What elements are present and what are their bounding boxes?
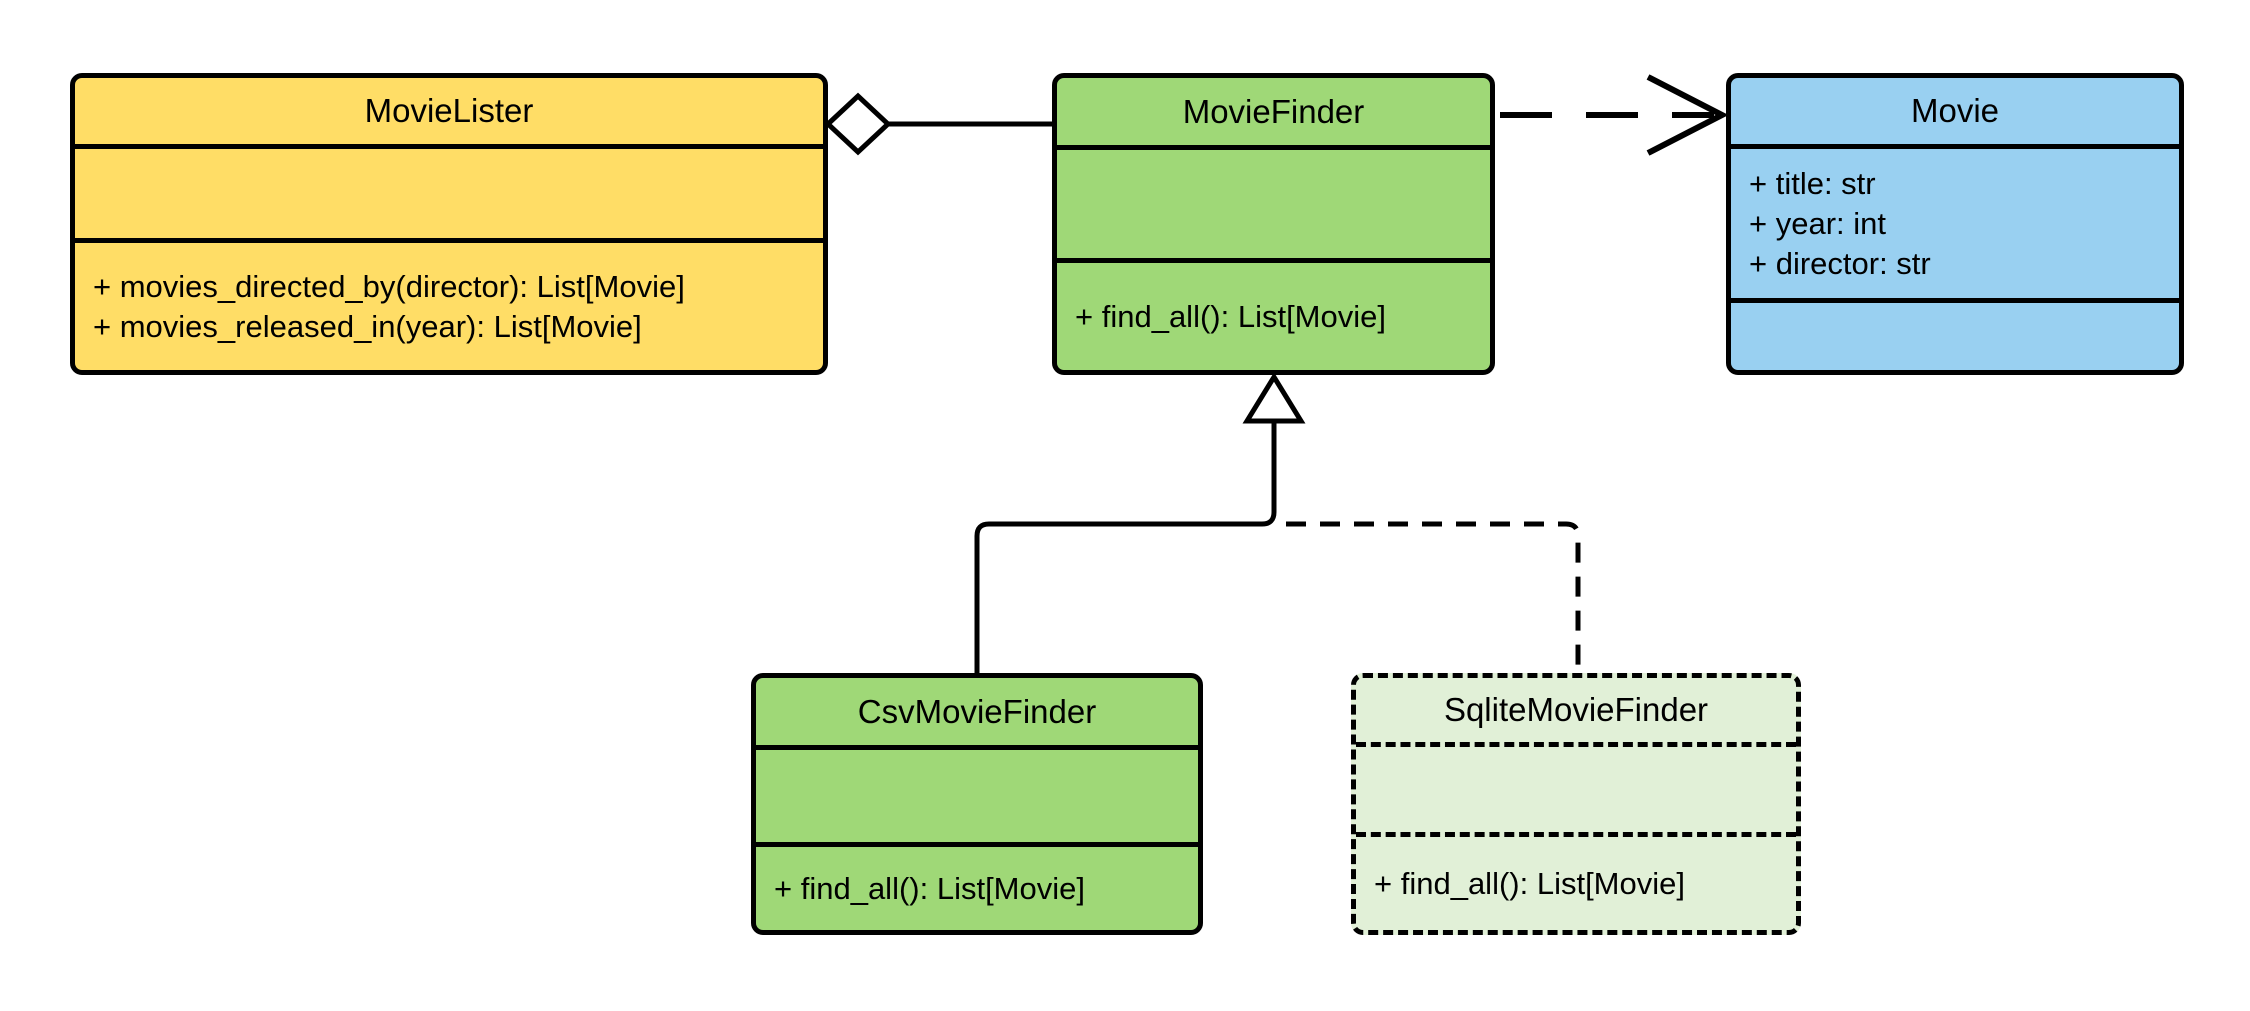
- method-label: + find_all(): List[Movie]: [1075, 298, 1386, 334]
- aggregation-diamond-icon: [824, 92, 892, 156]
- class-methods-compartment: + find_all(): List[Movie]: [756, 842, 1198, 930]
- method-label: + find_all(): List[Movie]: [1374, 865, 1685, 901]
- method-label: + movies_directed_by(director): List[Mov…: [93, 268, 685, 304]
- class-sqlitemoviefinder: SqliteMovieFinder + find_all(): List[Mov…: [1351, 673, 1801, 935]
- class-movielister: MovieLister + movies_directed_by(directo…: [70, 73, 828, 375]
- class-csvmoviefinder: CsvMovieFinder + find_all(): List[Movie]: [751, 673, 1203, 935]
- class-title: SqliteMovieFinder: [1443, 691, 1709, 728]
- class-attributes-compartment: + title: str + year: int + director: str: [1731, 144, 2179, 298]
- class-methods-compartment: + find_all(): List[Movie]: [1057, 258, 1490, 370]
- class-title: MovieLister: [364, 92, 534, 129]
- class-methods-compartment: [1731, 298, 2179, 370]
- class-title: CsvMovieFinder: [857, 692, 1097, 730]
- attribute-label: + director: str: [1749, 245, 1931, 281]
- dependency-open-arrowhead-icon: [1646, 74, 1729, 156]
- inheritance-triangle-icon: [1242, 372, 1306, 424]
- class-methods-compartment: + find_all(): List[Movie]: [1356, 832, 1796, 930]
- attribute-label: + year: int: [1749, 205, 1886, 241]
- attribute-label: + title: str: [1749, 165, 1876, 201]
- method-label: + movies_released_in(year): List[Movie]: [93, 308, 642, 344]
- inheritance-dashed-line-sqlite: [1286, 521, 1581, 671]
- method-label: + find_all(): List[Movie]: [774, 870, 1085, 906]
- class-title: MovieFinder: [1182, 92, 1365, 130]
- class-title: Movie: [1910, 92, 2000, 129]
- class-attributes-compartment: [1057, 145, 1490, 258]
- class-methods-compartment: + movies_directed_by(director): List[Mov…: [75, 238, 823, 370]
- class-attributes-compartment: [1356, 742, 1796, 832]
- class-attributes-compartment: [75, 144, 823, 238]
- inheritance-solid-line-csv: [974, 421, 1277, 673]
- class-moviefinder: MovieFinder + find_all(): List[Movie]: [1052, 73, 1495, 375]
- class-attributes-compartment: [756, 745, 1198, 842]
- class-movie: Movie + title: str + year: int + directo…: [1726, 73, 2184, 375]
